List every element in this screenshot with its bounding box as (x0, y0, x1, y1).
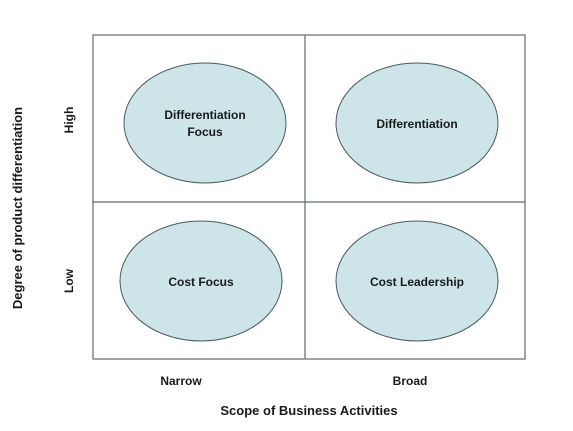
quadrant-cost-leadership: Cost Leadership (335, 220, 499, 342)
cost-leadership-label: Cost Leadership (370, 275, 464, 289)
cost-leadership-ellipse (335, 220, 499, 342)
matrix-grid (92, 34, 526, 360)
matrix-outer-border (92, 34, 526, 360)
differentiation-label: Differentiation (376, 117, 457, 131)
differentiation-focus-label-line1: Differentiation (164, 108, 245, 122)
x-axis-narrow-label: Narrow (160, 374, 202, 388)
differentiation-ellipse (335, 62, 499, 184)
differentiation-focus-ellipse (123, 62, 287, 184)
differentiation-focus-label-line2: Focus (187, 125, 223, 139)
cost-focus-label: Cost Focus (168, 275, 234, 289)
y-axis-title: Degree of product differentiation (10, 107, 25, 309)
y-axis-high-label: High (62, 107, 76, 134)
quadrant-differentiation-focus: Differentiation Focus (123, 62, 287, 184)
x-axis-broad-label: Broad (393, 374, 428, 388)
x-axis-title: Scope of Business Activities (220, 403, 397, 418)
y-axis-low-label: Low (62, 268, 76, 293)
quadrant-differentiation: Differentiation (335, 62, 499, 184)
quadrant-cost-focus: Cost Focus (119, 220, 283, 342)
cost-focus-ellipse (119, 220, 283, 342)
